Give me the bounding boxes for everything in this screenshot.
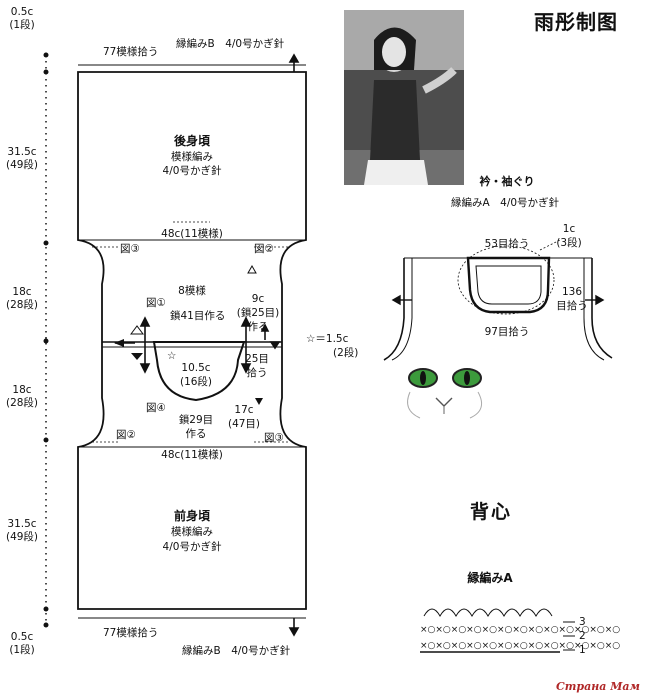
star-note-2: (2段) bbox=[333, 347, 359, 359]
measure-back: 31.5c bbox=[7, 146, 37, 158]
pick25-label-1: 25目 bbox=[245, 353, 269, 365]
central-opening bbox=[152, 341, 246, 402]
front-pattern: 模様編み bbox=[171, 526, 213, 538]
measure-mid-2-rows: (28段) bbox=[5, 397, 39, 409]
measure-front-rows: (49段) bbox=[5, 531, 39, 543]
edging-row-3: 3 bbox=[579, 616, 586, 628]
marker-4: 図④ bbox=[146, 402, 166, 414]
measure-top-1-rows: (1段) bbox=[9, 19, 35, 31]
cat-face-drawing bbox=[407, 368, 483, 419]
edging-row-1: 1 bbox=[579, 644, 586, 656]
measure-top-1: 0.5c bbox=[10, 6, 34, 18]
front-title: 前身頃 bbox=[173, 509, 211, 523]
measure-front: 31.5c bbox=[7, 518, 37, 530]
star-marker: ☆ bbox=[167, 350, 177, 362]
measure-bottom-rows: (1段) bbox=[9, 644, 35, 656]
chain25-label-2: (鎖25目) bbox=[236, 307, 280, 319]
top-edge-label: 縁編みB 4/0号かぎ針 bbox=[176, 38, 285, 50]
edging-chart: ×○×○×○×○×○×○×○×○×○×○×○×○×○ ×○×○×○×○×○×○×… bbox=[420, 608, 620, 653]
measure-mid-1: 18c bbox=[12, 286, 32, 298]
armhole-side-pick-2: 目拾う bbox=[556, 300, 588, 312]
back-needle: 4/0号かぎ針 bbox=[162, 165, 222, 177]
armhole-side-pick-1: 136 bbox=[561, 286, 583, 298]
svg-text:×○×○×○×○×○×○×○×○×○×○×○×○×○: ×○×○×○×○×○×○×○×○×○×○×○×○×○ bbox=[420, 625, 620, 635]
measure-bottom: 0.5c bbox=[10, 631, 34, 643]
front-needle: 4/0号かぎ針 bbox=[162, 541, 222, 553]
back-pattern: 模様編み bbox=[171, 151, 213, 163]
back-title: 後身頃 bbox=[173, 134, 211, 148]
armhole-bottom-pick: 97目拾う bbox=[484, 326, 530, 338]
marker-2-upper-right: 図② bbox=[254, 243, 274, 255]
pick25-label-2: 拾う bbox=[246, 367, 268, 379]
bottom-edge-label: 縁編みB 4/0号かぎ針 bbox=[182, 645, 291, 657]
hole-side-label-2: (47目) bbox=[227, 418, 261, 430]
marker-1: 図① bbox=[146, 297, 166, 309]
edging-row-2: 2 bbox=[579, 630, 586, 642]
measure-mid-1-rows: (28段) bbox=[5, 299, 39, 311]
chain29-label-2: 作る bbox=[185, 428, 207, 440]
garment-outline bbox=[77, 71, 307, 610]
marker-2-lower-left: 図② bbox=[116, 429, 136, 441]
armhole-subtitle: 縁編みA 4/0号かぎ針 bbox=[450, 197, 560, 209]
measure-back-rows: (49段) bbox=[5, 159, 39, 171]
watermark-top: 雨彤制图 bbox=[534, 10, 618, 34]
marker-3-upper-left: 図③ bbox=[120, 243, 140, 255]
model-photo bbox=[344, 10, 464, 185]
chain41-label: 鎖41目作る bbox=[170, 310, 226, 322]
middle-count-label: 8模様 bbox=[178, 285, 206, 297]
hole-depth-label-1: 10.5c bbox=[181, 362, 211, 374]
hole-side-label-1: 17c bbox=[234, 404, 254, 416]
armhole-diagram bbox=[383, 239, 613, 361]
armhole-edge-height-2: (3段) bbox=[556, 237, 582, 249]
chain29-label-1: 鎖29目 bbox=[178, 414, 214, 426]
bottom-count-label: 77模様拾う bbox=[103, 627, 159, 639]
width-lower-label: 48c(11模様) bbox=[161, 449, 223, 461]
star-note-1: ☆＝1.5c bbox=[306, 333, 349, 345]
width-upper-label: 48c(11模様) bbox=[161, 228, 223, 240]
edging-title: 縁編みA bbox=[467, 571, 513, 585]
measure-mid-2: 18c bbox=[12, 384, 32, 396]
top-count-label: 77模様拾う bbox=[103, 46, 159, 58]
armhole-top-pick: 53目拾う bbox=[484, 238, 530, 250]
watermark-bottom: Страна Мам bbox=[556, 680, 640, 693]
armhole-edge-height-1: 1c bbox=[562, 223, 576, 235]
chain25-label-1: 9c bbox=[251, 293, 265, 305]
marker-3-lower-right: 図③ bbox=[264, 432, 284, 444]
hole-depth-label-2: (16段) bbox=[179, 376, 213, 388]
chain25-label-3: 作る bbox=[247, 321, 269, 333]
armhole-title: 衿・袖ぐり bbox=[479, 175, 535, 188]
svg-text:×○×○×○×○×○×○×○×○×○×○×○×○×○: ×○×○×○×○×○×○×○×○×○×○×○×○×○ bbox=[420, 641, 620, 651]
title-cn: 背心 bbox=[470, 501, 513, 523]
